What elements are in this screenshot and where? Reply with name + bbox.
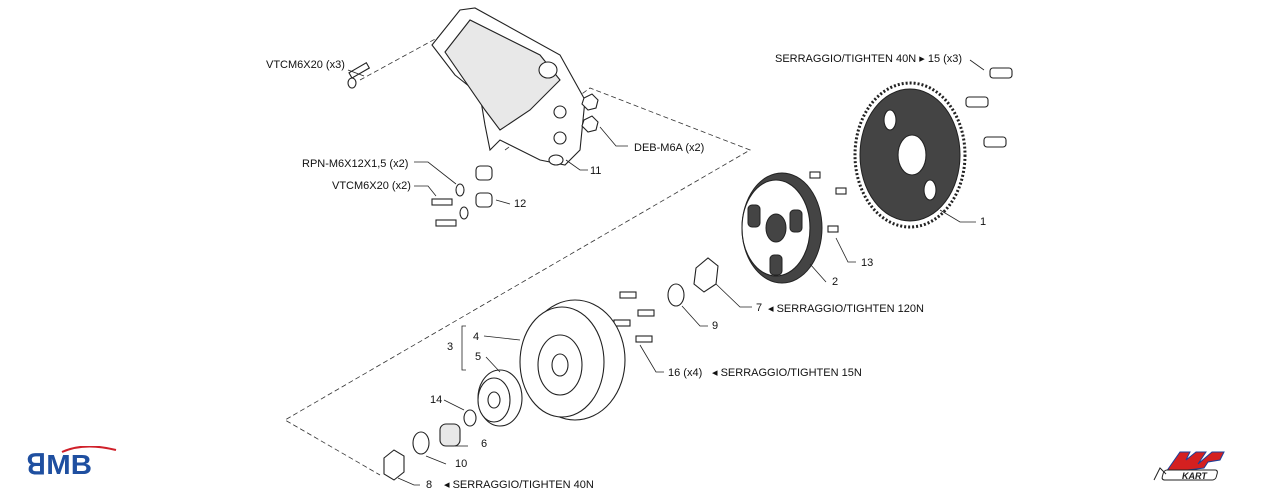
callout-deb-m6a: DEB-M6A (x2) xyxy=(634,142,705,154)
callout-vtcm-x2: VTCM6X20 (x2) xyxy=(332,180,411,192)
washer-rpn-2 xyxy=(459,206,469,220)
washer-part-10 xyxy=(412,431,430,455)
svg-text:KART: KART xyxy=(1182,471,1208,481)
washer-rpn-1 xyxy=(455,183,465,197)
bmb-logo: ꓭMB xyxy=(26,446,117,476)
callout-1: 1 xyxy=(980,216,987,228)
callout-5: 5 xyxy=(475,351,482,363)
pin-13-c xyxy=(827,225,839,233)
bolt-vtcm-x3 xyxy=(347,62,371,89)
callout-4: 4 xyxy=(473,331,480,343)
bolt-15-c xyxy=(983,136,1007,148)
callout-6: 6 xyxy=(481,438,488,450)
bolt-16-a xyxy=(619,291,637,299)
nut-deb-2 xyxy=(581,115,599,133)
washer-part-9 xyxy=(667,283,685,307)
oring-part-14 xyxy=(463,409,477,427)
svg-text:ꓭMB: ꓭMB xyxy=(26,450,92,476)
clutch-part-2 xyxy=(741,172,823,284)
bolt-16-b xyxy=(637,309,655,317)
spacer-12-b xyxy=(475,192,493,208)
callout-10: 10 xyxy=(455,458,468,470)
callout-12: 12 xyxy=(514,198,527,210)
pin-13-b xyxy=(835,187,847,195)
drum-part-4 xyxy=(519,299,626,421)
callout-8: 8 xyxy=(426,479,433,491)
spacer-12-a xyxy=(475,165,493,181)
callout-16: 16 (x4) xyxy=(668,367,703,379)
sprocket-part-1 xyxy=(853,81,967,229)
callout-14: 14 xyxy=(430,394,443,406)
callout-13: 13 xyxy=(861,257,874,269)
callout-9: 9 xyxy=(712,320,719,332)
bolt-15-b xyxy=(965,96,989,108)
callout-7: 7 xyxy=(756,302,763,314)
bolt-vtcm-x2-b xyxy=(435,219,457,227)
hub-part-5 xyxy=(477,369,523,427)
bracket-part-11 xyxy=(431,7,586,166)
callout-tighten-15n: ◂ SERRAGGIO/TIGHTEN 15N xyxy=(712,367,862,379)
bolt-16-d xyxy=(635,335,653,343)
bolt-vtcm-x2-a xyxy=(431,198,453,206)
pin-13-a xyxy=(809,171,821,179)
callout-tighten-40n-15: SERRAGGIO/TIGHTEN 40N ▸ 15 (x3) xyxy=(775,53,963,65)
bushing-part-6 xyxy=(439,423,461,447)
callout-tighten-120n: ◂ SERRAGGIO/TIGHTEN 120N xyxy=(768,303,924,315)
bolt-16-c xyxy=(613,319,631,327)
callout-2: 2 xyxy=(832,276,839,288)
assembly-frame-dashed xyxy=(284,87,751,476)
callout-rpn: RPN-M6X12X1,5 (x2) xyxy=(302,158,409,170)
nut-deb-1 xyxy=(581,93,599,111)
mp-kart-logo: KART xyxy=(1153,451,1225,481)
callout-11: 11 xyxy=(590,165,602,177)
callout-vtcm-x3: VTCM6X20 (x3) xyxy=(266,59,345,71)
callout-3: 3 xyxy=(447,341,454,353)
bolt-15-a xyxy=(989,67,1013,79)
nut-part-8 xyxy=(383,449,405,481)
nut-part-7 xyxy=(693,257,719,293)
callout-tighten-40n-8: ◂ SERRAGGIO/TIGHTEN 40N xyxy=(444,479,594,491)
